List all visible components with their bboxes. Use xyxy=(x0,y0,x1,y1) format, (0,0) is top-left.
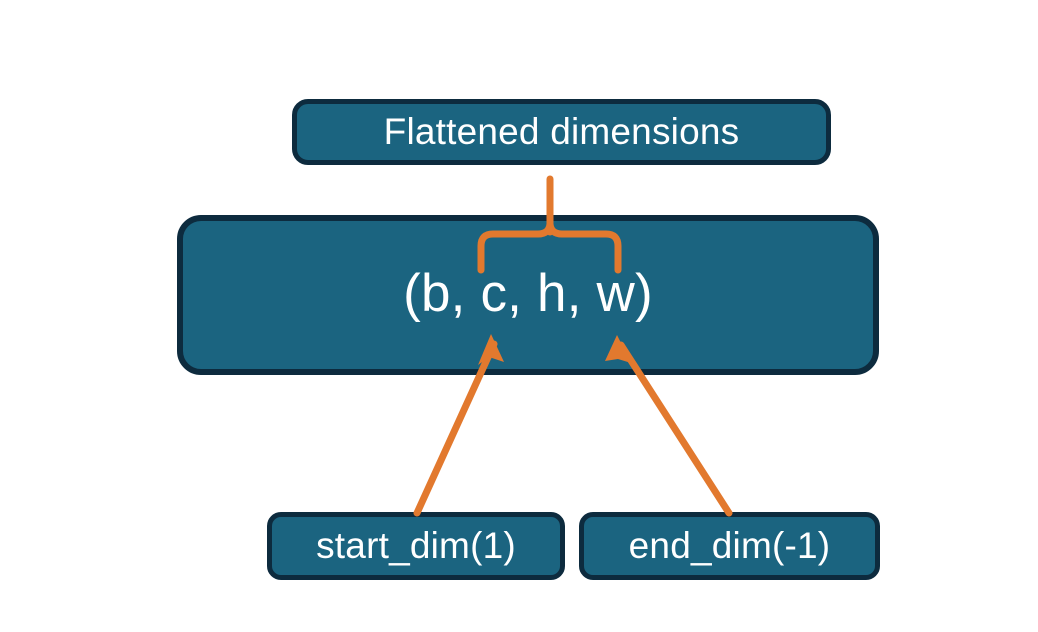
end-dim-label: end_dim(-1) xyxy=(628,525,831,566)
end-dim-node[interactable]: end_dim(-1) xyxy=(579,512,880,580)
tensor-shape-node[interactable]: (b, c, h, w) xyxy=(177,215,879,375)
flattened-dimensions-node[interactable]: Flattened dimensions xyxy=(292,99,831,165)
tensor-shape-label: (b, c, h, w) xyxy=(403,263,653,323)
start-dim-label: start_dim(1) xyxy=(316,525,516,566)
start-dim-node[interactable]: start_dim(1) xyxy=(267,512,565,580)
flattened-dimensions-label: Flattened dimensions xyxy=(383,111,740,152)
